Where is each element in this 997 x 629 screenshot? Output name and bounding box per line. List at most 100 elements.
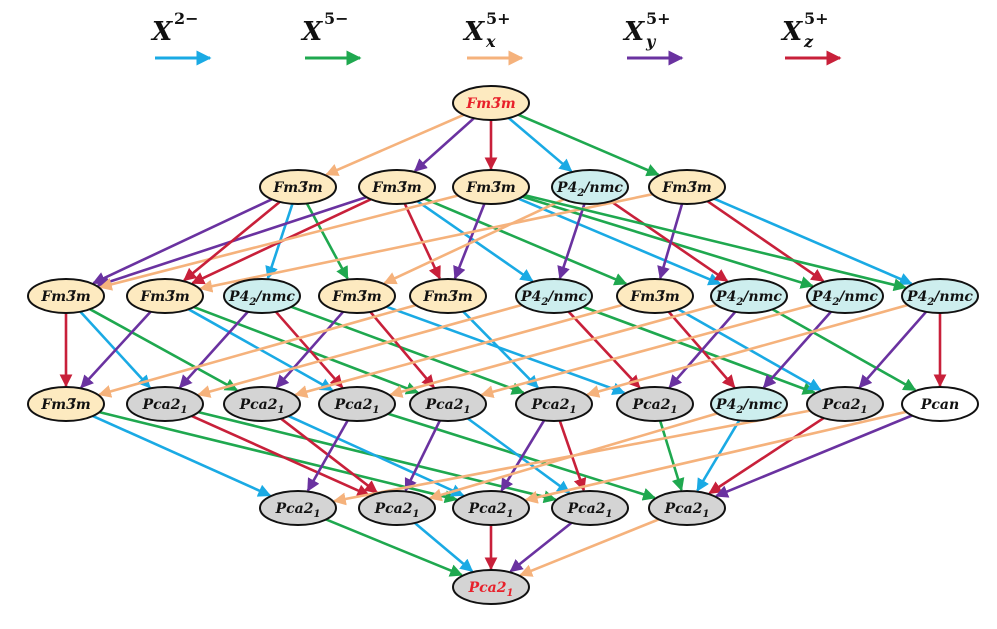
label-tail: /nmc [254,289,295,305]
space-group-node: P42/nmc [710,386,788,422]
subgroup-arrow [706,200,825,283]
space-group-label: Pca21 [142,397,188,416]
space-group-node: P42/nmc [515,278,593,314]
space-group-label: Pca21 [468,501,514,520]
subgroup-arrow [858,310,928,389]
label-main: Pca2 [334,397,373,413]
subgroup-arrow [518,197,722,286]
node-ellipse [223,278,301,314]
label-main: P4 [715,289,736,305]
node-ellipse [616,386,694,422]
subgroup-arrow [467,417,571,494]
subgroup-arrow [306,419,349,492]
subgroup-arrow [275,310,345,389]
subgroup-arrow [586,303,909,398]
node-ellipse [318,278,396,314]
label-main: Fm3̅m [422,289,472,305]
space-group-label: P42/nmc [715,289,782,308]
node-ellipse [409,278,487,314]
subgroup-arrow [507,117,573,173]
space-group-node: Pca21 [551,490,629,526]
subgroup-arrow [414,522,474,573]
space-group-node: Fm3̅m [616,278,694,314]
space-group-label: Pca21 [275,501,321,520]
legend-subscript: z [803,32,814,51]
label-main: Pca2 [567,501,606,517]
space-group-node: Pca21 [409,386,487,422]
label-tail: /nmc [741,397,782,413]
label-tail: /nmc [932,289,973,305]
space-group-label: Pca21 [468,580,514,599]
subgroup-arrow [658,420,685,492]
node-ellipse [901,278,979,314]
label-subscript: 1 [702,509,709,520]
subgroup-arrow [714,414,913,498]
space-group-label: Fm3̅m [139,289,189,305]
node-ellipse [710,386,788,422]
label-subscript: 1 [506,588,513,599]
space-group-label: Pca21 [374,501,420,520]
label-tail: /nmc [582,180,623,196]
space-group-label: Fm3̅m [465,96,515,112]
node-ellipse [515,386,593,422]
space-group-node: Pca21 [126,386,204,422]
space-group-node: P42/nmc [901,278,979,314]
label-main: P4 [520,289,541,305]
label-subscript: 1 [860,405,867,416]
label-main: Pca2 [425,397,464,413]
space-group-label: Fm3̅m [465,180,515,196]
subgroup-arrow [509,521,573,573]
node-ellipse [259,169,337,205]
space-group-node: Fm3̅m [126,278,204,314]
subgroup-arrow [567,310,641,389]
subgroup-arrow [771,308,917,392]
space-group-node: Pca21 [648,490,726,526]
node-ellipse [648,490,726,526]
label-subscript: 2 [735,297,743,308]
label-main: Pca2 [632,397,671,413]
legend-symbol: X [622,17,646,47]
legend-symbol: X [150,17,174,47]
space-group-node: P42/nmc [806,278,884,314]
label-subscript: 1 [569,405,576,416]
subgroup-arrow [708,416,825,495]
subgroup-arrow [325,113,465,176]
label-main: Fm3̅m [272,180,322,196]
space-group-node: Fm3̅m [27,278,105,314]
node-ellipse [515,278,593,314]
node-ellipse [452,569,530,605]
label-main: Fm3̅m [40,289,90,305]
space-group-label: Pca21 [567,501,613,520]
space-group-label: Fm3̅m [40,397,90,413]
label-main: Pca2 [468,501,507,517]
space-group-node: Fm3̅m [648,169,726,205]
label-main: Pcan [920,397,959,413]
subgroup-arrow [668,310,737,389]
space-group-node: P42/nmc [710,278,788,314]
label-main: Pca2 [468,580,507,596]
space-group-label: P42/nmc [906,289,973,308]
label-main: Pca2 [142,397,181,413]
subgroup-arrow [80,310,152,389]
label-subscript: 2 [540,297,548,308]
space-group-label: P42/nmc [556,180,623,199]
label-tail: /nmc [546,289,587,305]
node-ellipse [409,386,487,422]
label-main: P4 [811,289,832,305]
space-group-node: Fm3̅m [452,169,530,205]
label-subscript: 1 [277,405,284,416]
space-group-label: P42/nmc [228,289,295,308]
legend-superscript: 5− [324,9,349,28]
space-group-label: Pcan [920,397,959,413]
space-group-node: Pca21 [452,490,530,526]
label-main: Pca2 [822,397,861,413]
label-subscript: 2 [576,188,584,199]
subgroup-arrow [524,410,907,504]
label-main: P4 [556,180,577,196]
label-main: Pca2 [374,501,413,517]
label-subscript: 2 [735,405,743,416]
subgroup-arrow [89,308,239,392]
